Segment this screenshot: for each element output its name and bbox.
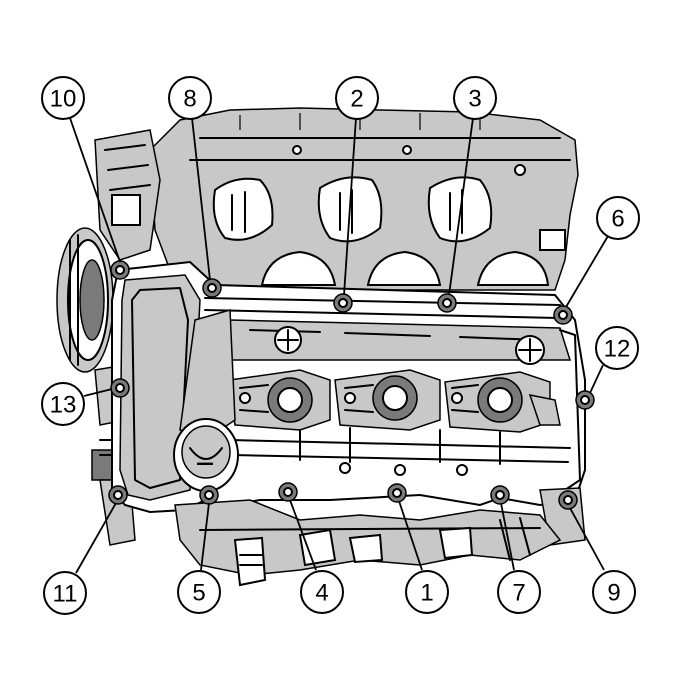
bolt-8	[202, 278, 222, 298]
callout-4: 4	[300, 570, 344, 614]
bolt-5	[199, 485, 219, 505]
callout-12-label: 12	[604, 336, 631, 363]
bolt-1	[387, 483, 407, 503]
callout-5: 5	[177, 570, 221, 614]
callout-7-label: 7	[512, 580, 525, 607]
engine-block-upper	[149, 107, 579, 291]
callout-11: 11	[43, 571, 87, 615]
leader-5	[200, 502, 210, 571]
callout-2-label: 2	[350, 86, 363, 113]
callout-5-label: 5	[192, 580, 205, 607]
callout-11-label: 11	[53, 581, 78, 608]
callout-9-label: 9	[607, 580, 620, 607]
callout-4-label: 4	[315, 580, 328, 607]
leader-10	[69, 117, 121, 263]
bolt-11	[108, 485, 128, 505]
callout-13-label: 13	[50, 392, 77, 419]
leader-lines	[69, 117, 609, 574]
engine-illustration: ▬▬	[56, 107, 595, 587]
leader-12	[589, 364, 604, 394]
leader-13	[83, 388, 113, 397]
callout-12: 12	[595, 326, 639, 370]
callout-2: 2	[335, 76, 379, 120]
callout-1-label: 1	[420, 580, 433, 607]
leader-3	[448, 117, 474, 296]
leader-1	[398, 500, 423, 571]
callout-1: 1	[405, 570, 449, 614]
callout-3-label: 3	[468, 86, 481, 113]
callout-10: 10	[41, 76, 85, 120]
callout-7: 7	[497, 570, 541, 614]
bolt-12	[575, 390, 595, 410]
leader-6	[565, 235, 609, 308]
callout-13: 13	[41, 382, 85, 426]
bolt-9	[558, 490, 578, 510]
bolt-4	[278, 482, 298, 502]
callout-10-label: 10	[50, 86, 77, 113]
bolt-3	[437, 293, 457, 313]
leader-9	[569, 507, 605, 571]
callout-6: 6	[596, 196, 640, 240]
callout-6-label: 6	[611, 206, 624, 233]
bolt-7	[490, 485, 510, 505]
callout-3: 3	[453, 76, 497, 120]
bolt-10	[110, 260, 130, 280]
bolt-13	[110, 378, 130, 398]
svg-text:▬▬: ▬▬	[197, 458, 213, 467]
engine-block-lower	[174, 499, 562, 587]
leader-2	[343, 117, 357, 296]
leader-8	[191, 117, 211, 281]
leader-11	[75, 502, 117, 574]
bolt-2	[333, 293, 353, 313]
leader-4	[289, 499, 317, 571]
callouts: 10 8 2 3 6 12 13 11	[41, 76, 640, 615]
bolt-heads	[108, 260, 595, 510]
leader-7	[500, 502, 515, 571]
callout-8-label: 8	[183, 86, 196, 113]
callout-8: 8	[168, 76, 212, 120]
bolt-6	[553, 305, 573, 325]
callout-9: 9	[592, 570, 636, 614]
